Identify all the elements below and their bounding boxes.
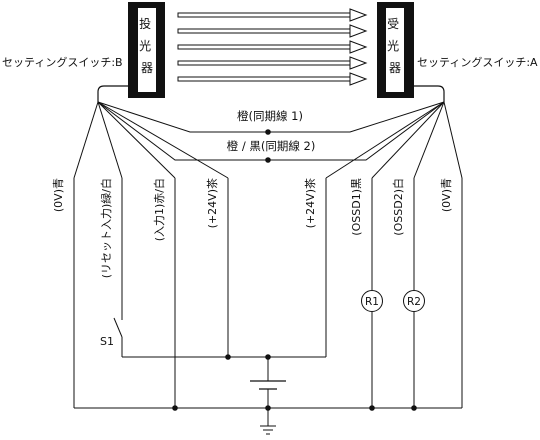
vertical-wires [73,178,463,408]
emitter-label: 投 光 器 [139,16,155,75]
beam-arrow [177,24,368,38]
wire-label-reset-input: (リセット入力)緑/白 [99,178,113,278]
beam-arrow [177,56,368,70]
ground-icon [260,408,276,435]
switch-s1-label: S1 [100,335,114,348]
wire-label-ossd2: (OSSD2)白 [391,178,405,236]
sync1-label: 橙(同期線 1) [237,109,303,123]
receiver-wire-fan [268,101,463,179]
switch-s1: S1 [100,317,123,348]
wire-label-input1: (入力1)赤/白 [152,178,166,241]
wire-label-0v-right: (0V)青 [440,178,453,212]
relay-r1: R1 [361,290,383,312]
receiver-label: 受 光 器 [387,17,403,75]
beam-arrow [177,72,368,86]
emitter-cable [97,85,130,102]
wire-labels: (0V)青 (リセット入力)緑/白 (入力1)赤/白 (+24V)茶 (+24V… [52,178,453,278]
setting-switch-a-label: セッティングスイッチ:A [417,55,538,69]
sync1-junction-dot [265,129,271,135]
setting-switch-b-label: セッティングスイッチ:B [2,55,123,69]
wire-label-ossd1: (OSSD1)黒 [350,178,363,236]
emitter-wire-fan [73,101,268,179]
power-supply [250,380,286,408]
beam-arrow [177,8,368,22]
relay-r2: R2 [403,290,425,312]
wire-label-0v-left: (0V)青 [52,178,65,212]
light-beams [177,8,368,86]
receiver-unit: 受 光 器 [377,2,414,98]
sync2-junction-dot [265,157,271,163]
receiver-cable [412,85,445,102]
relay-r2-label: R2 [407,296,421,308]
wire-label-24v-right: (+24V)茶 [304,178,317,228]
wire-label-24v-left: (+24V)茶 [206,178,219,228]
sync2-label: 橙 / 黒(同期線 2) [227,139,316,153]
beam-arrow [177,40,368,54]
relay-r1-label: R1 [365,296,379,308]
plus24v-bus [122,354,326,381]
emitter-unit: 投 光 器 [128,2,165,98]
